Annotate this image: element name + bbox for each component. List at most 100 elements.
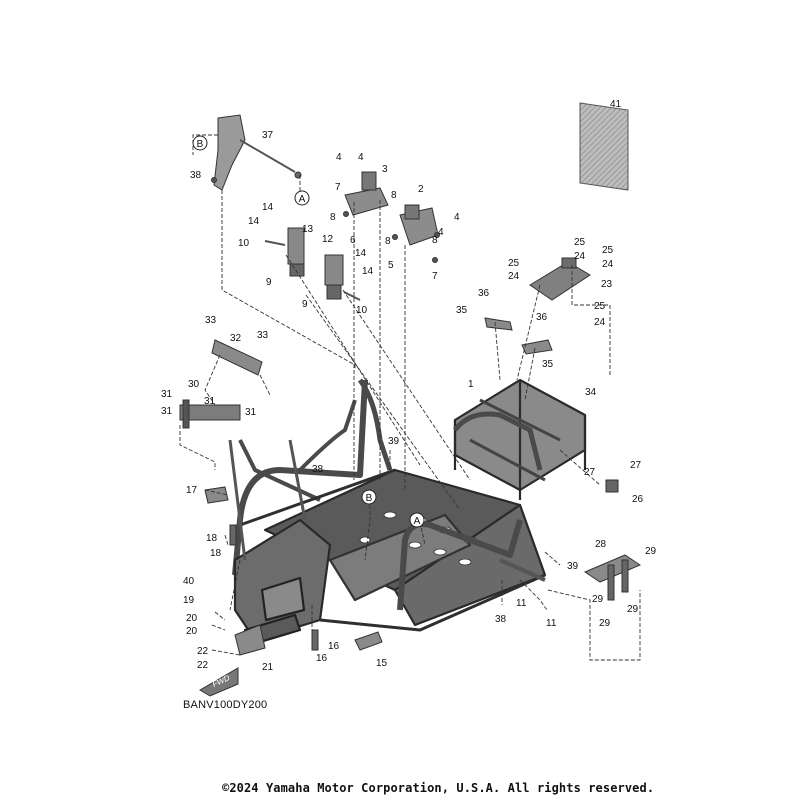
callout-9: 9 [266, 277, 272, 288]
callout-8: 8 [391, 190, 397, 201]
callout-29: 29 [627, 604, 639, 615]
callout-15: 15 [376, 658, 388, 669]
callout-12: 12 [322, 234, 334, 245]
callout-10: 10 [356, 305, 368, 316]
callout-19: 19 [183, 595, 195, 606]
callout-26: 26 [632, 494, 644, 505]
callout-34: 34 [585, 387, 597, 398]
ref-marker-a-frame: A [409, 512, 425, 528]
callout-20: 20 [186, 613, 198, 624]
callout-3: 3 [382, 164, 388, 175]
callout-11: 11 [516, 598, 527, 609]
callout-28: 28 [595, 539, 607, 550]
front-brackets-parts-15-22 [204, 486, 383, 656]
callout-36: 36 [536, 312, 548, 323]
callout-8: 8 [330, 212, 336, 223]
callout-4: 4 [454, 212, 460, 223]
callout-8: 8 [432, 235, 438, 246]
bracket-assembly-parts-2-8 [343, 171, 440, 263]
callout-35: 35 [542, 359, 554, 370]
callout-14: 14 [355, 248, 367, 259]
callout-29: 29 [599, 618, 611, 629]
copyright-notice: ©2024 Yamaha Motor Corporation, U.S.A. A… [222, 781, 655, 795]
hinge-brackets-parts-9-14 [264, 227, 361, 301]
leader-lines [179, 134, 641, 661]
svg-text:B: B [366, 493, 373, 504]
callout-38: 38 [495, 614, 507, 625]
callout-37: 37 [262, 130, 274, 141]
diagram-code: BANV100DY200 [183, 699, 268, 711]
callout-27: 27 [584, 467, 596, 478]
callout-16: 16 [316, 653, 328, 664]
brackets-parts-30-33 [179, 339, 263, 429]
callout-7: 7 [432, 271, 438, 282]
callout-25: 25 [574, 237, 586, 248]
battery-tray-part-23 [529, 257, 591, 301]
callout-31: 31 [204, 396, 216, 407]
callout-24: 24 [574, 251, 586, 262]
callout-9: 9 [302, 299, 308, 310]
callout-38: 38 [190, 170, 202, 181]
ref-marker-b-frame: B [361, 489, 377, 505]
callout-2: 2 [418, 184, 424, 195]
brackets-parts-35-36 [484, 317, 553, 355]
callout-14: 14 [262, 202, 274, 213]
callout-25: 25 [508, 258, 520, 269]
callout-31: 31 [161, 406, 173, 417]
callout-7: 7 [335, 182, 341, 193]
callout-11: 11 [546, 618, 557, 629]
callout-41: 41 [610, 99, 622, 110]
callout-25: 25 [594, 301, 606, 312]
callout-20: 20 [186, 626, 198, 637]
label-sticker-part-41 [579, 102, 629, 191]
callout-22: 22 [197, 660, 209, 671]
callout-6: 6 [350, 235, 356, 246]
callout-10: 10 [238, 238, 250, 249]
callout-33: 33 [257, 330, 269, 341]
brackets-parts-26-29 [583, 479, 642, 601]
callout-22: 22 [197, 646, 209, 657]
cable-bracket-part-37 [211, 114, 302, 191]
callout-38: 38 [312, 464, 324, 475]
callout-16: 16 [328, 641, 340, 652]
callout-numbers: 41 37 38 4 4 3 7 8 8 6 2 4 4 8 8 5 7 14 … [161, 99, 657, 673]
callout-23: 23 [601, 279, 613, 290]
callout-29: 29 [645, 546, 657, 557]
callout-14: 14 [248, 216, 260, 227]
callout-30: 30 [188, 379, 200, 390]
callout-14: 14 [362, 266, 374, 277]
callout-1: 1 [468, 379, 474, 390]
fwd-arrow: FWD [199, 667, 239, 697]
callout-4: 4 [438, 227, 444, 238]
callout-36: 36 [478, 288, 490, 299]
callout-27: 27 [630, 460, 642, 471]
svg-text:B: B [197, 139, 204, 150]
callout-24: 24 [508, 271, 520, 282]
svg-text:A: A [299, 194, 306, 205]
callout-39: 39 [567, 561, 579, 572]
callout-18: 18 [206, 533, 218, 544]
callout-39: 39 [388, 436, 400, 447]
ref-marker-a-top: A [294, 190, 310, 206]
ref-marker-b-top: B [192, 135, 208, 151]
callout-24: 24 [594, 317, 606, 328]
callout-25: 25 [602, 245, 614, 256]
callout-4: 4 [358, 152, 364, 163]
callout-40: 40 [183, 576, 195, 587]
callout-8: 8 [385, 236, 391, 247]
callout-35: 35 [456, 305, 468, 316]
main-frame [228, 378, 587, 647]
callout-32: 32 [230, 333, 242, 344]
svg-text:A: A [414, 516, 421, 527]
callout-31: 31 [161, 389, 173, 400]
callout-4: 4 [336, 152, 342, 163]
callout-13: 13 [302, 224, 314, 235]
callout-31: 31 [245, 407, 257, 418]
callout-21: 21 [262, 662, 274, 673]
callout-18: 18 [210, 548, 222, 559]
callout-24: 24 [602, 259, 614, 270]
callout-5: 5 [388, 260, 394, 271]
callout-33: 33 [205, 315, 217, 326]
callout-29: 29 [592, 594, 604, 605]
